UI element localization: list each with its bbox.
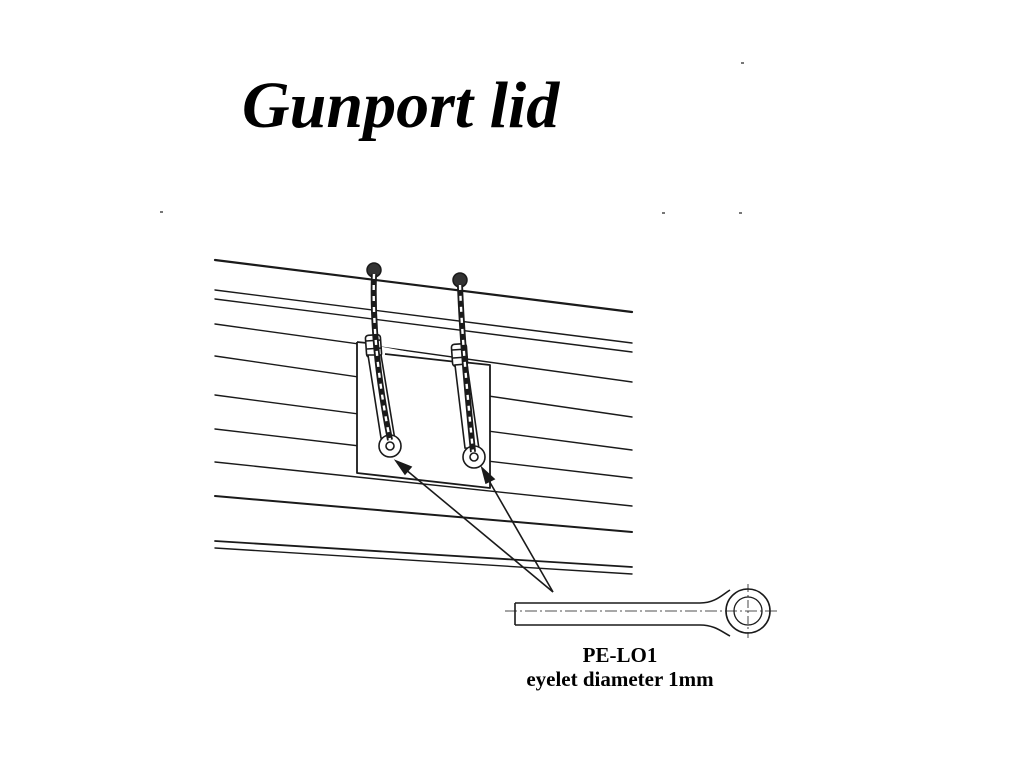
scan-speck (662, 212, 665, 214)
arrowhead (480, 465, 496, 485)
scan-speck (739, 212, 742, 214)
arrow-line (398, 463, 554, 593)
leader-arrows (393, 459, 554, 593)
plank-line (214, 323, 633, 383)
plank-line (214, 495, 633, 533)
scan-speck (741, 62, 744, 64)
plank-line (214, 298, 633, 353)
part-spec-label: eyelet diameter 1mm (526, 667, 714, 691)
arrowhead (393, 459, 413, 476)
scan-speck (160, 211, 163, 213)
eyelet-part-detail (505, 584, 778, 638)
slide-title: Gunport lid (242, 69, 560, 142)
right-lifting-rope (452, 272, 476, 453)
plank-line (213, 258, 634, 314)
arrow-line (483, 471, 554, 593)
hull-planking (213, 258, 634, 575)
part-code-label: PE-LO1 (582, 643, 658, 667)
plank-line (214, 289, 633, 344)
left-lifting-rope (366, 262, 393, 441)
plank-line (214, 547, 633, 575)
plank-line (214, 540, 633, 568)
